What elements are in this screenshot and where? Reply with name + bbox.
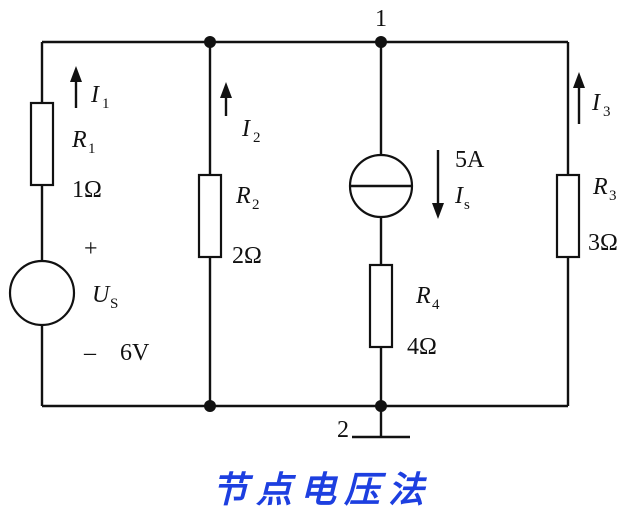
us-minus-sign: – <box>83 340 97 366</box>
current-i2-label: I <box>241 116 251 142</box>
r3-sub: 3 <box>609 188 617 204</box>
arrow-i2-icon <box>220 82 232 116</box>
junction-dot-bottom-node2 <box>375 400 387 412</box>
resistor-r1 <box>29 101 55 187</box>
r3-name: R <box>592 174 608 200</box>
is-name: I <box>454 183 464 209</box>
wires <box>40 40 570 439</box>
arrow-i3-icon <box>573 72 585 124</box>
node-label-1: 1 <box>375 6 387 32</box>
is-sub: s <box>464 197 470 213</box>
r1-value: 1Ω <box>72 177 102 203</box>
resistor-r3 <box>555 173 581 259</box>
us-name: U <box>92 282 111 308</box>
resistor-r4 <box>368 263 394 349</box>
current-i3-label: I <box>591 90 601 116</box>
r4-sub: 4 <box>432 297 440 313</box>
junctions <box>204 36 387 412</box>
resistor-r2 <box>197 173 223 259</box>
is-value: 5A <box>455 147 485 173</box>
current-i1-label: I <box>90 82 100 108</box>
r2-value: 2Ω <box>232 243 262 269</box>
r1-sub: 1 <box>88 141 96 157</box>
arrow-i1-icon <box>70 66 82 108</box>
us-plus-sign: + <box>84 236 98 262</box>
voltage-source-us <box>8 259 76 327</box>
junction-dot-top-branch2 <box>204 36 216 48</box>
r4-value: 4Ω <box>407 334 437 360</box>
current-i3-sub: 3 <box>603 104 611 120</box>
us-sub: S <box>110 296 118 312</box>
r1-name: R <box>71 127 87 153</box>
arrow-is-icon <box>432 150 444 219</box>
junction-dot-bottom-branch2 <box>204 400 216 412</box>
node-label-2: 2 <box>337 417 349 443</box>
current-i1-sub: 1 <box>102 96 110 112</box>
r4-name: R <box>415 283 431 309</box>
r2-name: R <box>235 183 251 209</box>
arrows <box>70 66 585 219</box>
junction-dot-top-node1 <box>375 36 387 48</box>
caption-title: 节点电压法 <box>212 469 432 511</box>
us-value: 6V <box>120 340 150 366</box>
r2-sub: 2 <box>252 197 260 213</box>
r3-value: 3Ω <box>588 230 618 256</box>
current-source-is <box>348 153 414 219</box>
current-i2-sub: 2 <box>253 130 261 146</box>
